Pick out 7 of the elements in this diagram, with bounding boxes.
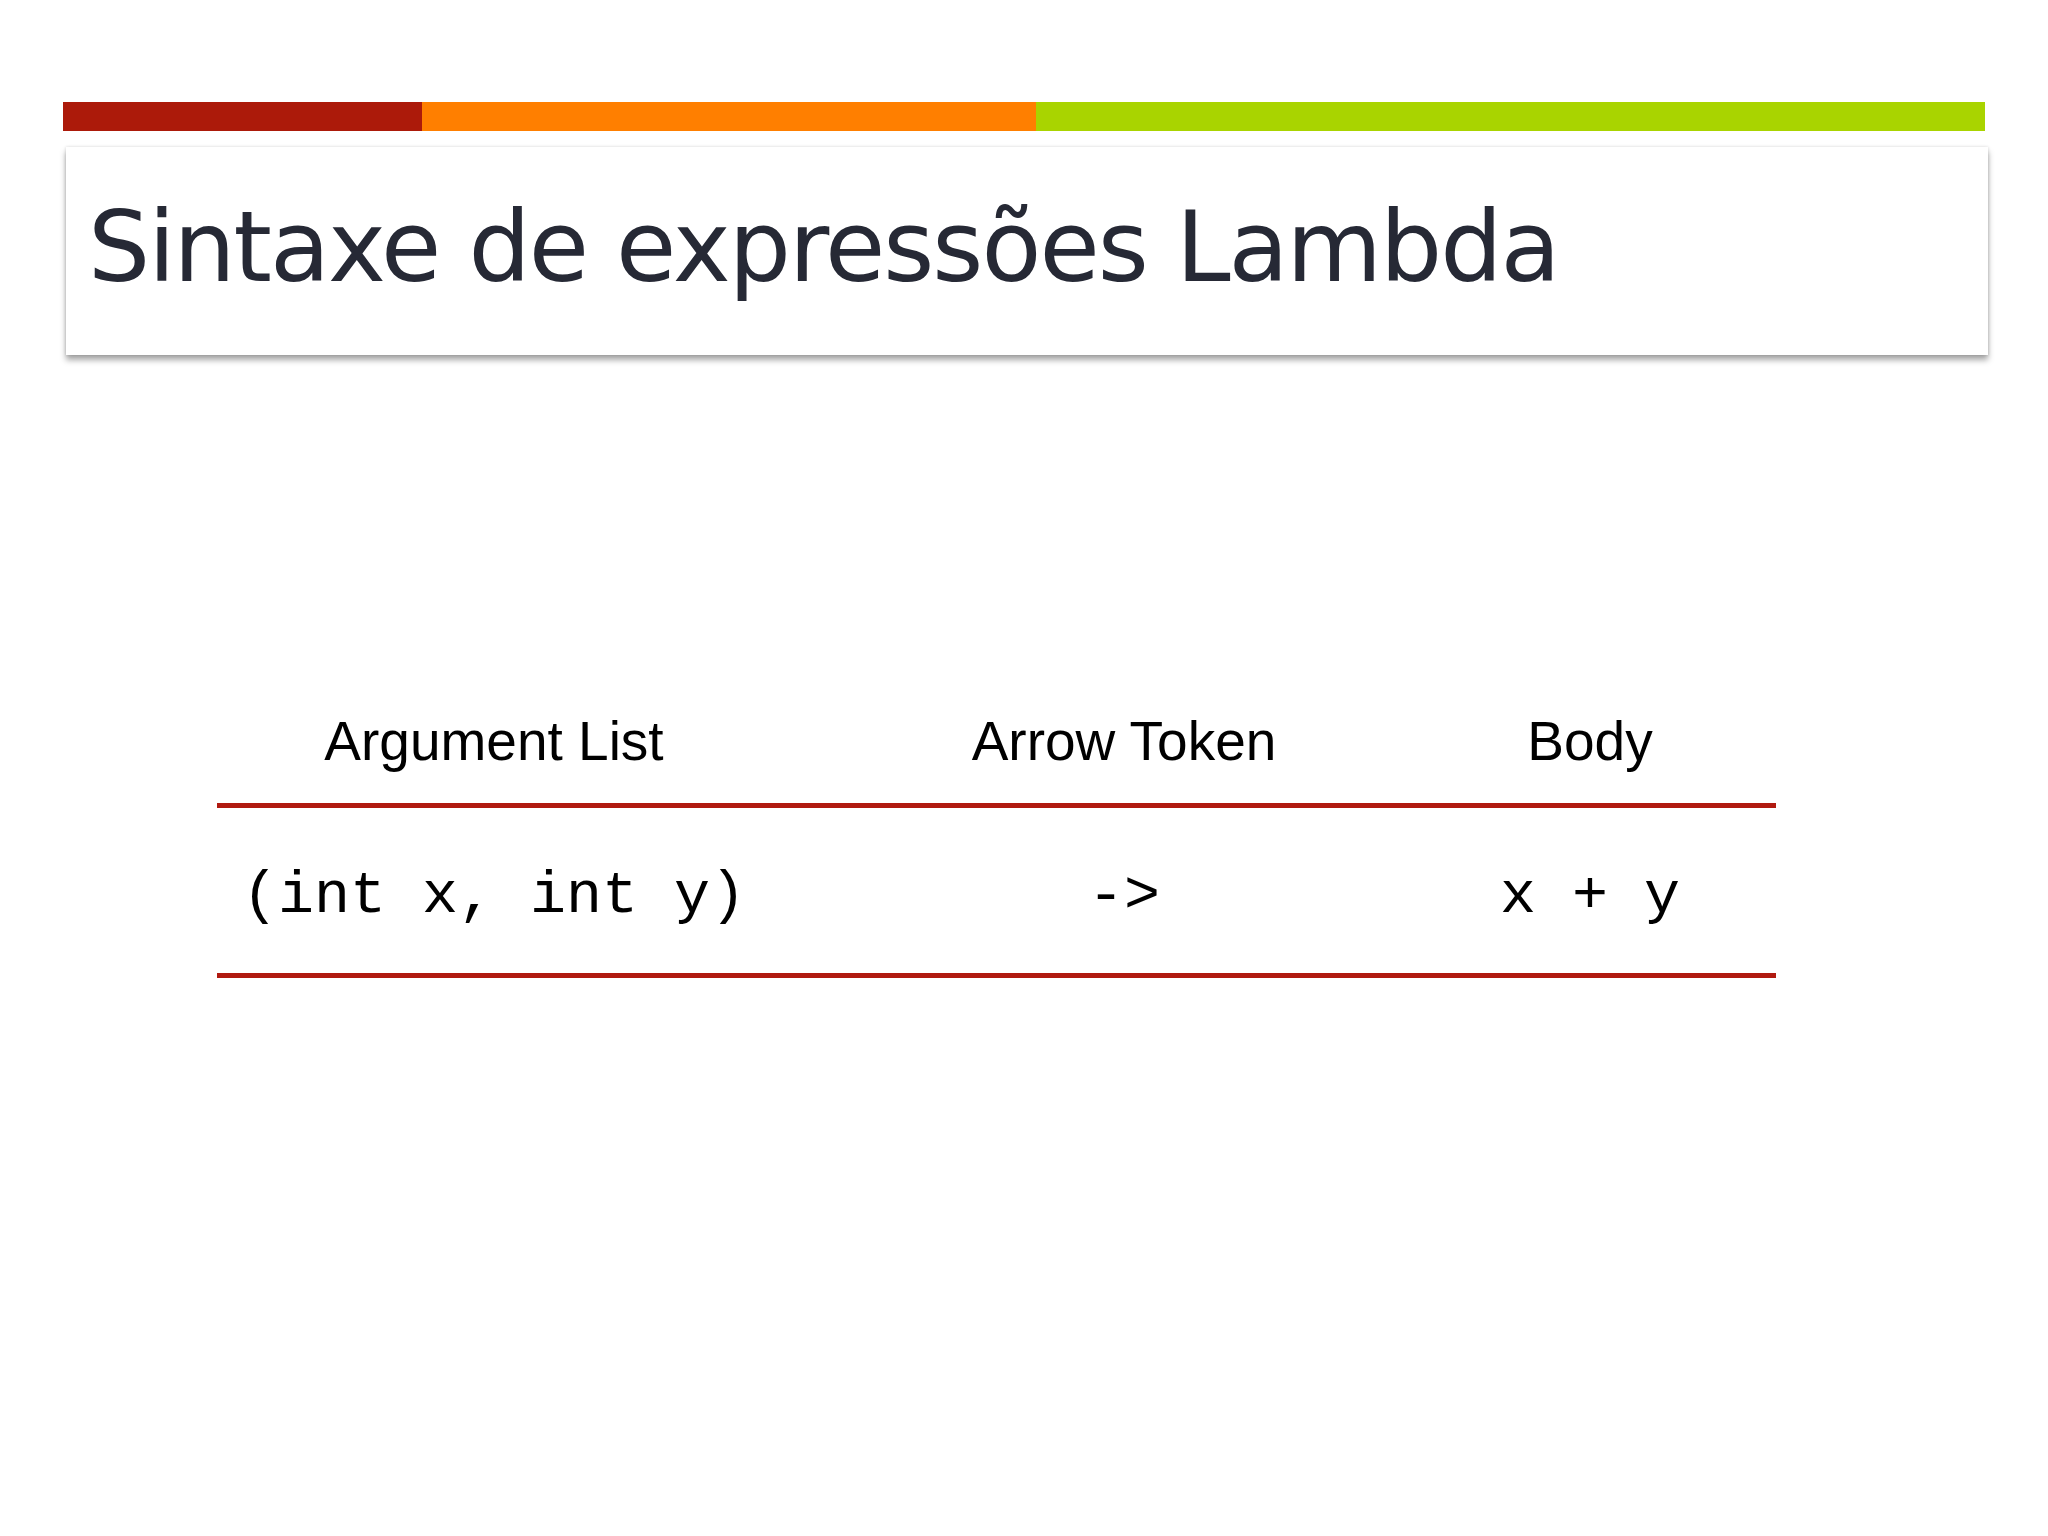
- code-text: (int x, int y): [241, 861, 747, 931]
- column-header: Argument List: [324, 710, 664, 774]
- column-header: Body: [1527, 710, 1653, 774]
- slide-title: Sintaxe de expressões Lambda: [88, 189, 1559, 306]
- column-header: Arrow Token: [971, 710, 1277, 774]
- code-text: ->: [1088, 861, 1160, 931]
- code-text: x + y: [1500, 861, 1680, 931]
